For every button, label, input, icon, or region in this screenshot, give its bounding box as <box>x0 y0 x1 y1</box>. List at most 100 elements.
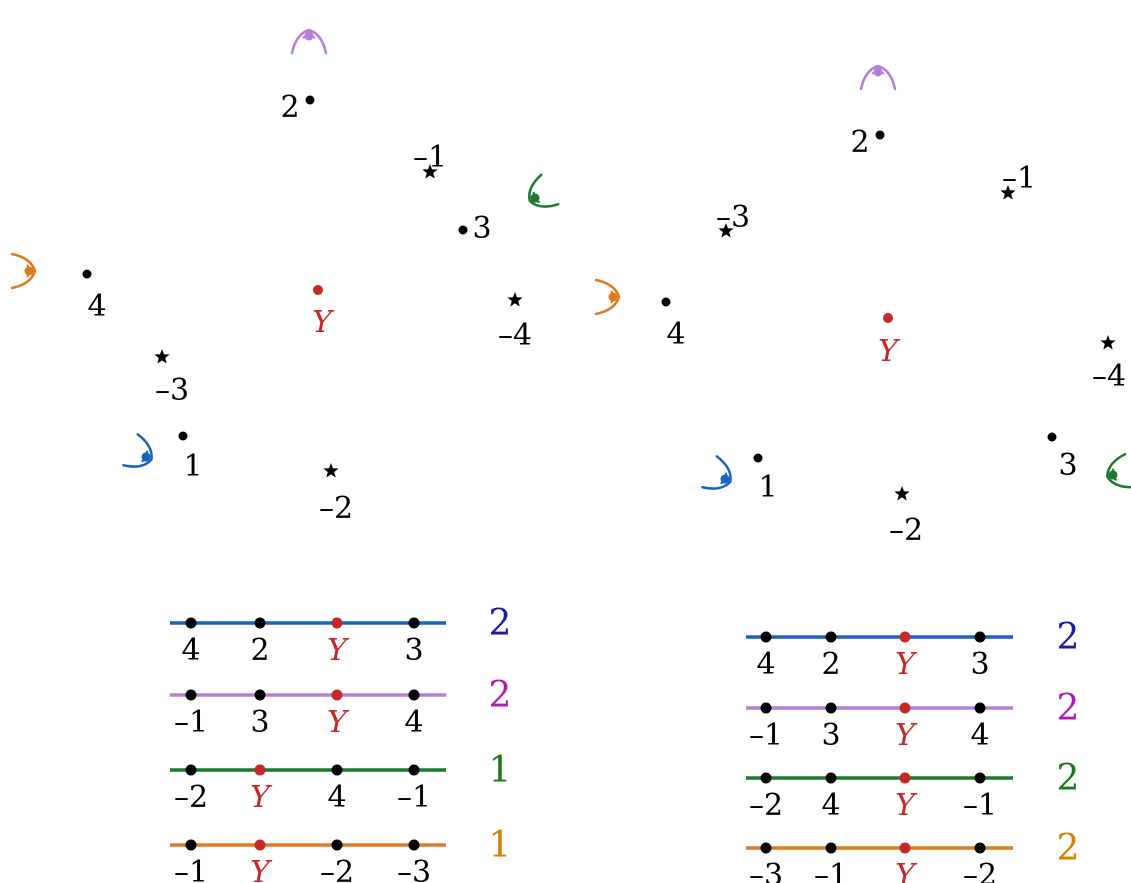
star-label: –1 <box>413 140 447 175</box>
ordering-label: 4 <box>970 718 989 753</box>
point-marker <box>974 702 986 714</box>
purple-eye-icon <box>290 28 328 55</box>
orange-count: 1 <box>489 825 512 866</box>
point-label: 2 <box>280 90 299 125</box>
ordering-label: –2 <box>320 855 354 883</box>
ordering-label: 4 <box>404 705 423 740</box>
ordering-label: –1 <box>174 855 208 883</box>
star-label: –1 <box>1002 161 1036 196</box>
star-marker <box>718 223 734 238</box>
query-point-marker <box>331 689 343 701</box>
ordering-label: –2 <box>174 780 208 815</box>
point-marker <box>825 702 837 714</box>
point-label: 3 <box>1058 448 1077 483</box>
point-marker <box>408 764 420 776</box>
blue-count: 2 <box>489 603 512 644</box>
orange-eye-icon <box>594 278 621 316</box>
point-marker <box>82 269 92 279</box>
point-marker <box>825 772 837 784</box>
purple-count: 2 <box>489 675 512 716</box>
point-marker <box>254 617 266 629</box>
point-marker <box>825 842 837 854</box>
ordering-label: 3 <box>970 647 989 682</box>
ordering-label: –1 <box>749 718 783 753</box>
query-point-marker <box>899 631 911 643</box>
ordering-label: –2 <box>749 788 783 823</box>
orange-count: 2 <box>1057 828 1080 869</box>
query-point-marker <box>254 764 266 776</box>
point-label: 1 <box>183 449 202 484</box>
point-marker <box>974 772 986 784</box>
green-eye-icon <box>1105 452 1131 489</box>
query-point-marker <box>883 313 893 323</box>
point-marker <box>974 842 986 854</box>
query-point-marker <box>899 842 911 854</box>
point-label: 4 <box>87 289 106 324</box>
point-marker <box>408 839 420 851</box>
ordering-label: 4 <box>181 633 200 668</box>
star-label: –3 <box>716 200 750 235</box>
query-point-label: Y <box>312 305 335 340</box>
ordering-label: 3 <box>250 705 269 740</box>
point-marker <box>185 764 197 776</box>
star-marker <box>1100 335 1116 350</box>
orange-eye-icon <box>10 252 37 290</box>
point-marker <box>408 617 420 629</box>
blue-count: 2 <box>1057 617 1080 658</box>
query-point-marker <box>313 285 323 295</box>
ordering-label: –1 <box>174 705 208 740</box>
point-marker <box>458 225 468 235</box>
point-marker <box>178 431 188 441</box>
blue-eye-icon <box>122 433 153 468</box>
point-marker <box>408 689 420 701</box>
ordering-label: 4 <box>756 647 775 682</box>
point-marker <box>760 772 772 784</box>
ordering-label: –3 <box>749 858 783 883</box>
green-eye-icon <box>528 173 560 208</box>
ordering-label: 2 <box>821 647 840 682</box>
star-marker <box>154 349 170 364</box>
point-marker <box>974 631 986 643</box>
query-point-label: Y <box>250 780 273 815</box>
star-label: –2 <box>889 513 923 548</box>
point-marker <box>1047 432 1057 442</box>
green-count: 2 <box>1057 758 1080 799</box>
blue-eye-icon <box>701 455 732 490</box>
point-label: 2 <box>850 125 869 160</box>
point-label: 4 <box>666 317 685 352</box>
ordering-label: –1 <box>963 788 997 823</box>
point-label: 3 <box>472 211 491 246</box>
query-point-label: Y <box>895 858 918 883</box>
star-label: –4 <box>1092 359 1126 394</box>
star-label: –4 <box>498 318 532 353</box>
purple-eye-icon <box>859 64 897 91</box>
ordering-label: 3 <box>404 633 423 668</box>
ordering-label: –1 <box>814 858 848 883</box>
star-marker <box>507 292 523 307</box>
point-marker <box>305 95 315 105</box>
query-point-label: Y <box>878 334 901 369</box>
ordering-label: 2 <box>250 633 269 668</box>
star-label: –3 <box>155 373 189 408</box>
point-marker <box>753 453 763 463</box>
green-ordering-row: –2 4 Y –1 2 <box>746 758 1079 823</box>
star-marker <box>323 463 339 478</box>
point-marker <box>760 702 772 714</box>
point-marker <box>254 689 266 701</box>
point-marker <box>825 631 837 643</box>
point-marker <box>331 764 343 776</box>
ordering-label: 4 <box>821 788 840 823</box>
query-point-label: Y <box>895 788 918 823</box>
query-point-label: Y <box>895 647 918 682</box>
star-marker <box>1000 185 1016 200</box>
